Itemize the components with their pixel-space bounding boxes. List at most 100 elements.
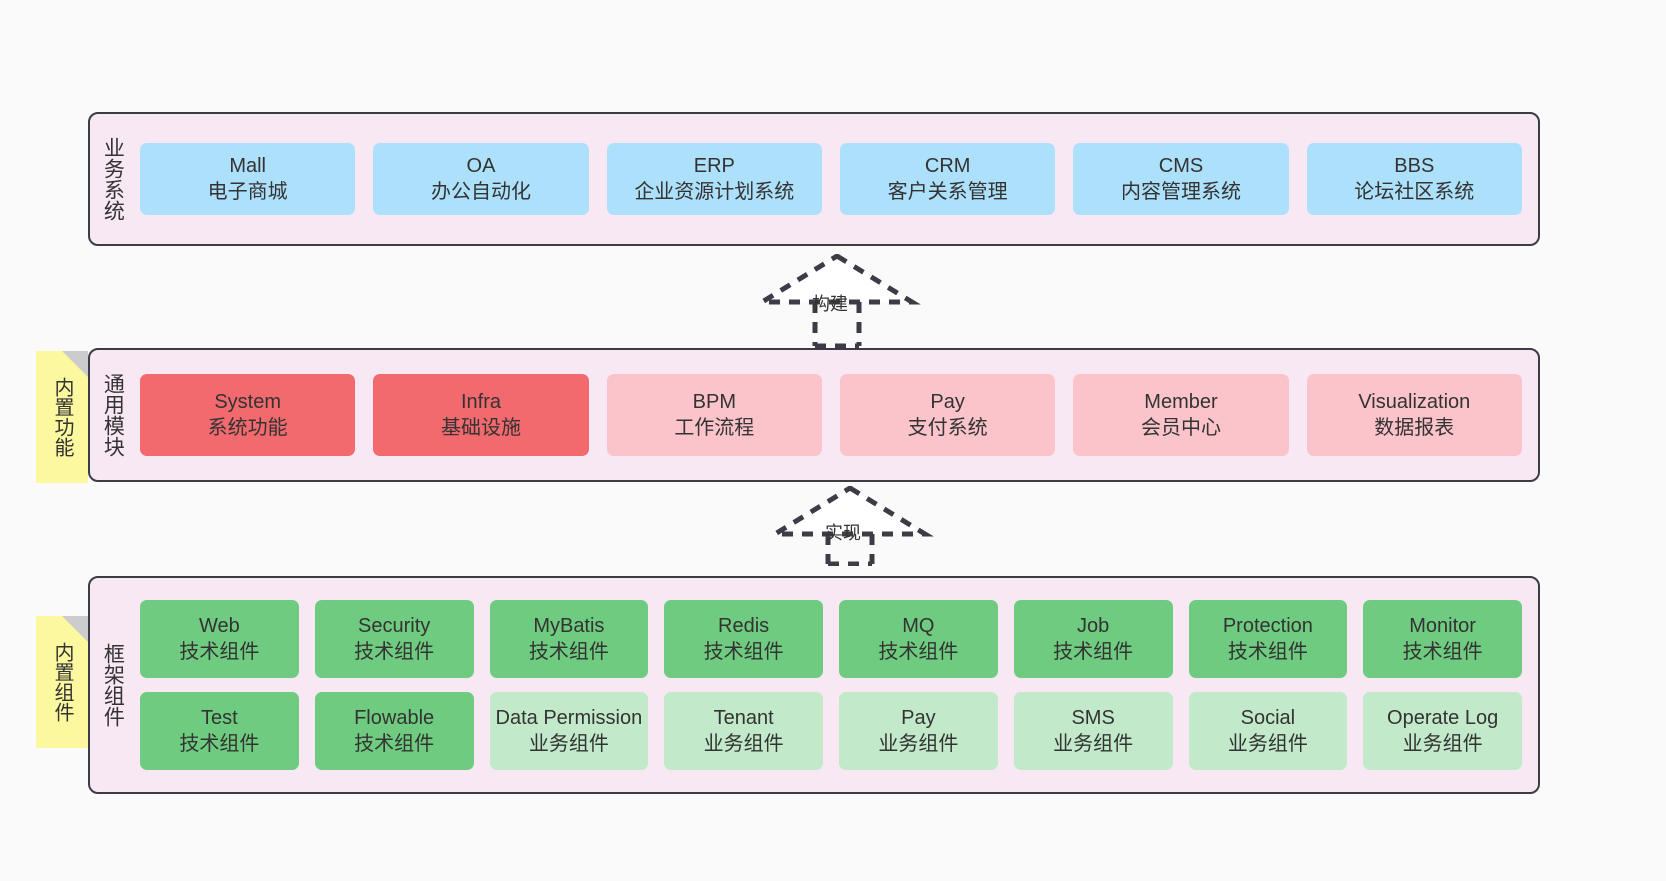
layer-framework-component: 框架组件 Web 技术组件 Security 技术组件 MyBatis 技术组件 Redis 技… xyxy=(88,576,1540,794)
node-web[interactable]: Web 技术组件 xyxy=(140,600,299,678)
node-visualization[interactable]: Visualization 数据报表 xyxy=(1306,374,1522,456)
side-note-framework-component: 内置组件 xyxy=(36,616,88,748)
note-fold-corner-icon xyxy=(62,616,88,642)
node-title: SMS xyxy=(1071,707,1115,729)
node-subtitle: 技术组件 xyxy=(179,733,260,755)
node-title: BBS xyxy=(1394,155,1435,177)
node-title: Redis xyxy=(718,615,770,637)
node-subtitle: 客户关系管理 xyxy=(887,181,1008,203)
node-sms[interactable]: SMS 业务组件 xyxy=(1013,692,1173,770)
node-title: CRM xyxy=(924,155,971,177)
node-title: Infra xyxy=(460,391,501,413)
node-subtitle: 企业资源计划系统 xyxy=(634,181,795,203)
node-title: Pay xyxy=(901,707,936,729)
node-title: System xyxy=(214,391,281,413)
node-subtitle: 技术组件 xyxy=(1227,641,1308,663)
node-title: Protection xyxy=(1222,615,1313,637)
node-title: Test xyxy=(201,707,238,729)
connector-implement xyxy=(765,485,935,567)
node-subtitle: 技术组件 xyxy=(1053,641,1134,663)
node-title: Monitor xyxy=(1409,615,1476,637)
node-bbs[interactable]: BBS 论坛社区系统 xyxy=(1306,143,1522,215)
node-monitor[interactable]: Monitor 技术组件 xyxy=(1363,600,1522,678)
node-subtitle: 支付系统 xyxy=(907,417,988,439)
node-title: Social xyxy=(1240,707,1296,729)
node-title: OA xyxy=(466,155,496,177)
layer-title-framework-component: 框架组件 xyxy=(101,643,125,727)
node-subtitle: 论坛社区系统 xyxy=(1354,181,1475,203)
node-title: MQ xyxy=(902,615,935,637)
node-subtitle: 业务组件 xyxy=(1227,733,1308,755)
node-subtitle: 技术组件 xyxy=(528,641,609,663)
node-subtitle: 技术组件 xyxy=(703,641,784,663)
node-test[interactable]: Test 技术组件 xyxy=(140,692,299,770)
node-title: Web xyxy=(198,615,240,637)
node-subtitle: 技术组件 xyxy=(179,641,260,663)
node-subtitle: 办公自动化 xyxy=(430,181,531,203)
node-erp[interactable]: ERP 企业资源计划系统 xyxy=(606,143,822,215)
layer-title-business-system: 业务系统 xyxy=(101,137,125,221)
node-subtitle: 业务组件 xyxy=(1402,733,1483,755)
note-fold-corner-icon xyxy=(62,351,88,377)
node-title: Security xyxy=(358,615,431,637)
node-subtitle: 技术组件 xyxy=(878,641,959,663)
node-social[interactable]: Social 业务组件 xyxy=(1188,692,1348,770)
node-title: Mall xyxy=(229,155,266,177)
node-subtitle: 技术组件 xyxy=(354,733,435,755)
node-bpm[interactable]: BPM 工作流程 xyxy=(606,374,822,456)
node-mybatis[interactable]: MyBatis 技术组件 xyxy=(489,600,649,678)
node-subtitle: 业务组件 xyxy=(878,733,959,755)
node-protection[interactable]: Protection 技术组件 xyxy=(1188,600,1348,678)
node-crm[interactable]: CRM 客户关系管理 xyxy=(839,143,1056,215)
connector-label-build: 构建 xyxy=(812,294,848,314)
node-title: BPM xyxy=(692,391,736,413)
side-note-common-module: 内置功能 xyxy=(36,351,88,483)
node-title: Flowable xyxy=(354,707,435,729)
node-title: Visualization xyxy=(1358,391,1471,413)
node-data-permission[interactable]: Data Permission 业务组件 xyxy=(489,692,649,770)
node-pay[interactable]: Pay 支付系统 xyxy=(839,374,1056,456)
node-flowable[interactable]: Flowable 技术组件 xyxy=(314,692,474,770)
node-title: Data Permission xyxy=(495,707,643,729)
node-oa[interactable]: OA 办公自动化 xyxy=(373,143,589,215)
node-subtitle: 技术组件 xyxy=(354,641,435,663)
node-redis[interactable]: Redis 技术组件 xyxy=(664,600,823,678)
layer-title-common-module: 通用模块 xyxy=(101,373,125,457)
node-subtitle: 内容管理系统 xyxy=(1120,181,1241,203)
generalization-arrow-icon xyxy=(753,253,921,349)
node-security[interactable]: Security 技术组件 xyxy=(314,600,474,678)
node-title: ERP xyxy=(693,155,735,177)
connector-label-implement: 实现 xyxy=(825,523,861,543)
node-subtitle: 业务组件 xyxy=(528,733,609,755)
node-subtitle: 会员中心 xyxy=(1140,417,1221,439)
node-pay[interactable]: Pay 业务组件 xyxy=(839,692,998,770)
node-subtitle: 技术组件 xyxy=(1402,641,1483,663)
node-title: Pay xyxy=(930,391,965,413)
node-mq[interactable]: MQ 技术组件 xyxy=(839,600,998,678)
side-note-label: 内置组件 xyxy=(51,642,73,722)
node-subtitle: 业务组件 xyxy=(703,733,784,755)
node-infra[interactable]: Infra 基础设施 xyxy=(373,374,589,456)
node-subtitle: 工作流程 xyxy=(674,417,755,439)
node-subtitle: 基础设施 xyxy=(440,417,521,439)
node-subtitle: 业务组件 xyxy=(1053,733,1134,755)
node-subtitle: 数据报表 xyxy=(1374,417,1455,439)
connector-build xyxy=(752,253,922,349)
node-title: MyBatis xyxy=(533,615,605,637)
